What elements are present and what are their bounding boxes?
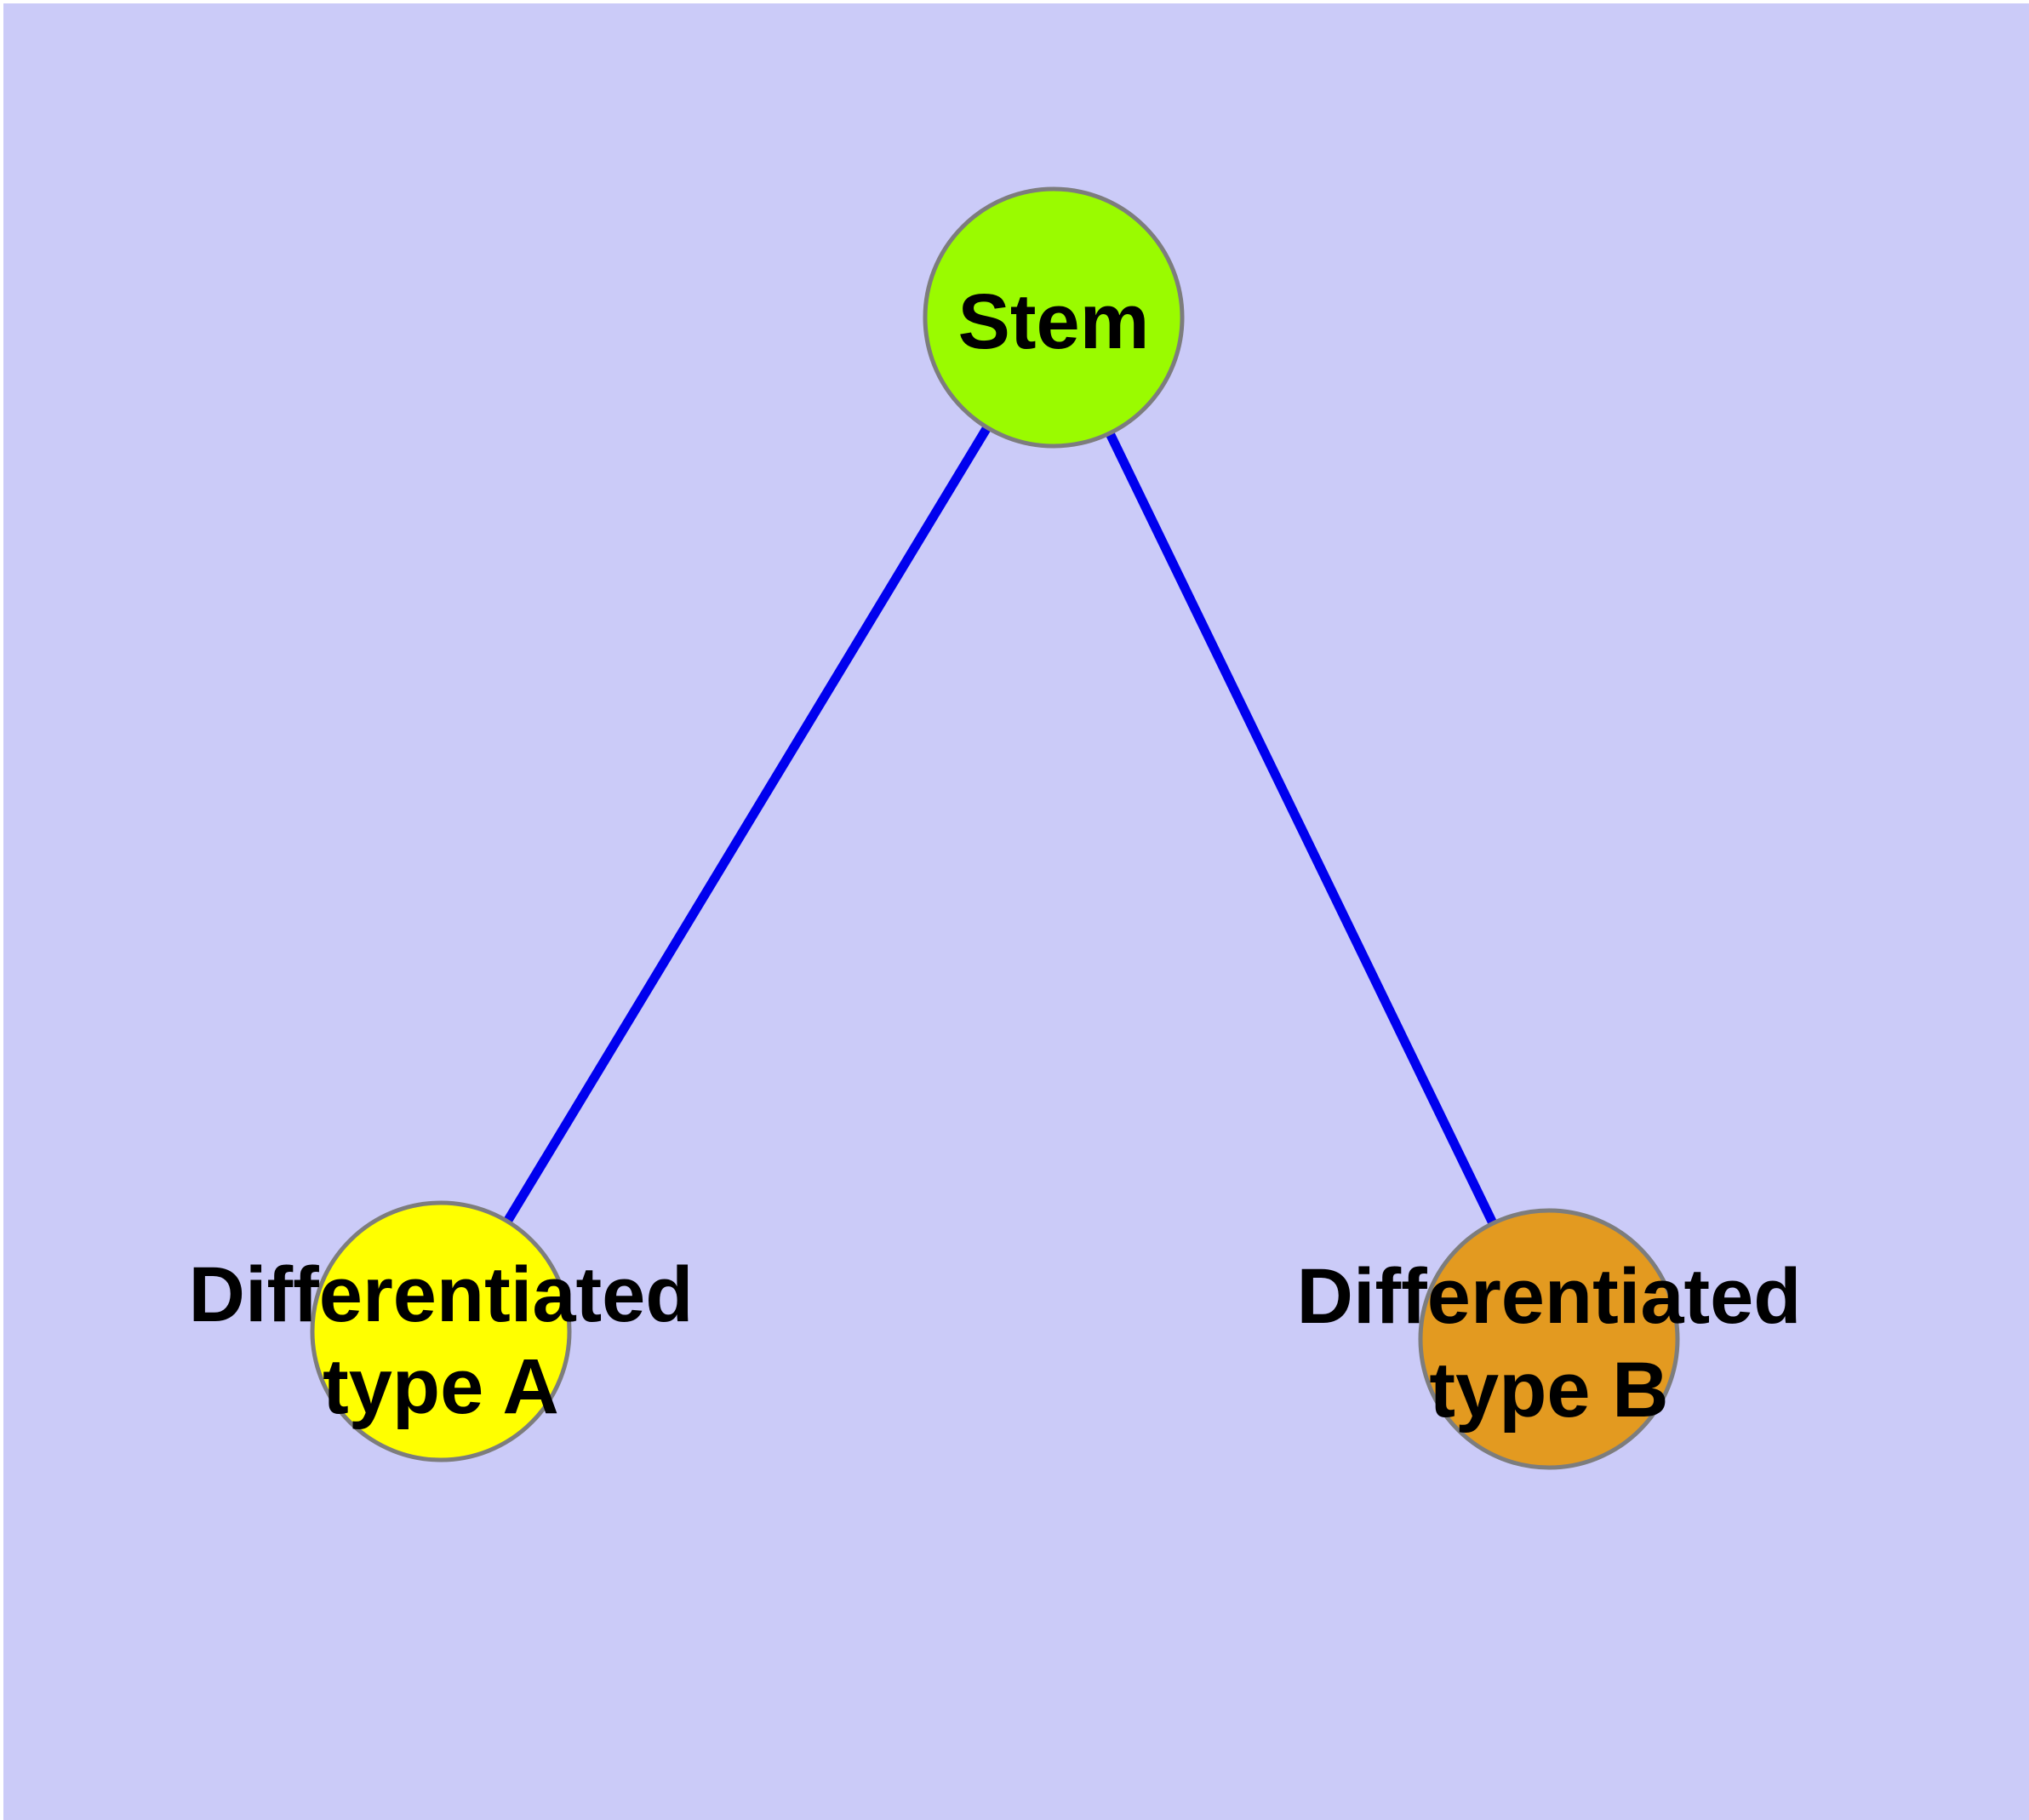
node-type-a [310,1200,572,1462]
node-type-a-label-line1: Differentiated [189,1251,694,1338]
node-type-b-label-line1: Differentiated [1297,1253,1802,1340]
node-type-b [1418,1208,1680,1470]
edge-stem-type-b [1049,315,1553,1342]
node-type-a-label-line2: type A [323,1343,559,1430]
edge-stem-type-a [437,315,1058,1334]
node-stem-label: Stem [958,278,1150,365]
node-type-b-label-line2: type B [1429,1347,1668,1434]
node-stem [923,186,1185,449]
